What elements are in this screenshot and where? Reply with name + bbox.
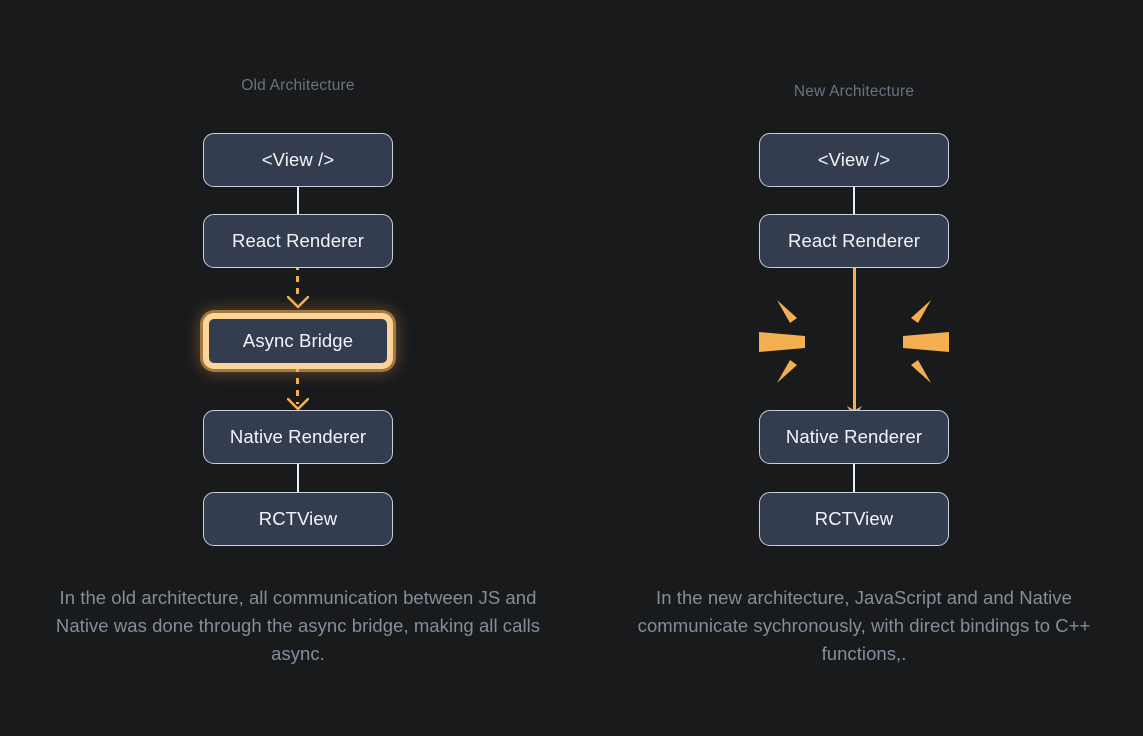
new-architecture-title: New Architecture (793, 83, 915, 100)
old-architecture-column: Old Architecture <View /> React Renderer… (38, 0, 558, 736)
node-rct-view[interactable]: RCTView (203, 492, 393, 546)
node-react-renderer-label: React Renderer (232, 230, 364, 251)
node-react-renderer-label: React Renderer (788, 230, 920, 251)
node-rct-view-label: RCTView (258, 508, 338, 529)
connector-native-renderer-to-rct-view (297, 463, 299, 494)
node-async-bridge[interactable]: Async Bridge (203, 313, 393, 369)
connector-native-renderer-to-rct-view (853, 463, 855, 494)
old-architecture-caption: In the old architecture, all communicati… (55, 587, 541, 664)
node-view-label: <View /> (261, 149, 335, 170)
node-async-bridge-label: Async Bridge (242, 330, 354, 351)
old-architecture-title: Old Architecture (241, 77, 355, 94)
connector-react-renderer-to-native-renderer (853, 264, 856, 414)
node-native-renderer-label: Native Renderer (785, 426, 923, 447)
node-native-renderer[interactable]: Native Renderer (759, 410, 949, 464)
node-rct-view[interactable]: RCTView (759, 492, 949, 546)
bridge-removed-burst-icon (759, 300, 949, 383)
new-architecture-column: New Architecture (594, 0, 1114, 736)
connector-view-to-react-renderer (297, 185, 299, 216)
connector-async-bridge-to-native-renderer (296, 366, 299, 404)
node-view-label: <View /> (817, 149, 891, 170)
node-view[interactable]: <View /> (759, 133, 949, 187)
node-view[interactable]: <View /> (203, 133, 393, 187)
chevron-down-icon (287, 296, 309, 309)
chevron-down-icon (287, 398, 309, 411)
new-architecture-caption: In the new architecture, JavaScript and … (637, 587, 1091, 664)
connector-view-to-react-renderer (853, 185, 855, 216)
node-react-renderer[interactable]: React Renderer (203, 214, 393, 268)
node-native-renderer-label: Native Renderer (229, 426, 367, 447)
node-react-renderer[interactable]: React Renderer (759, 214, 949, 268)
node-rct-view-label: RCTView (814, 508, 894, 529)
node-native-renderer[interactable]: Native Renderer (203, 410, 393, 464)
connector-react-renderer-to-async-bridge (296, 264, 299, 300)
